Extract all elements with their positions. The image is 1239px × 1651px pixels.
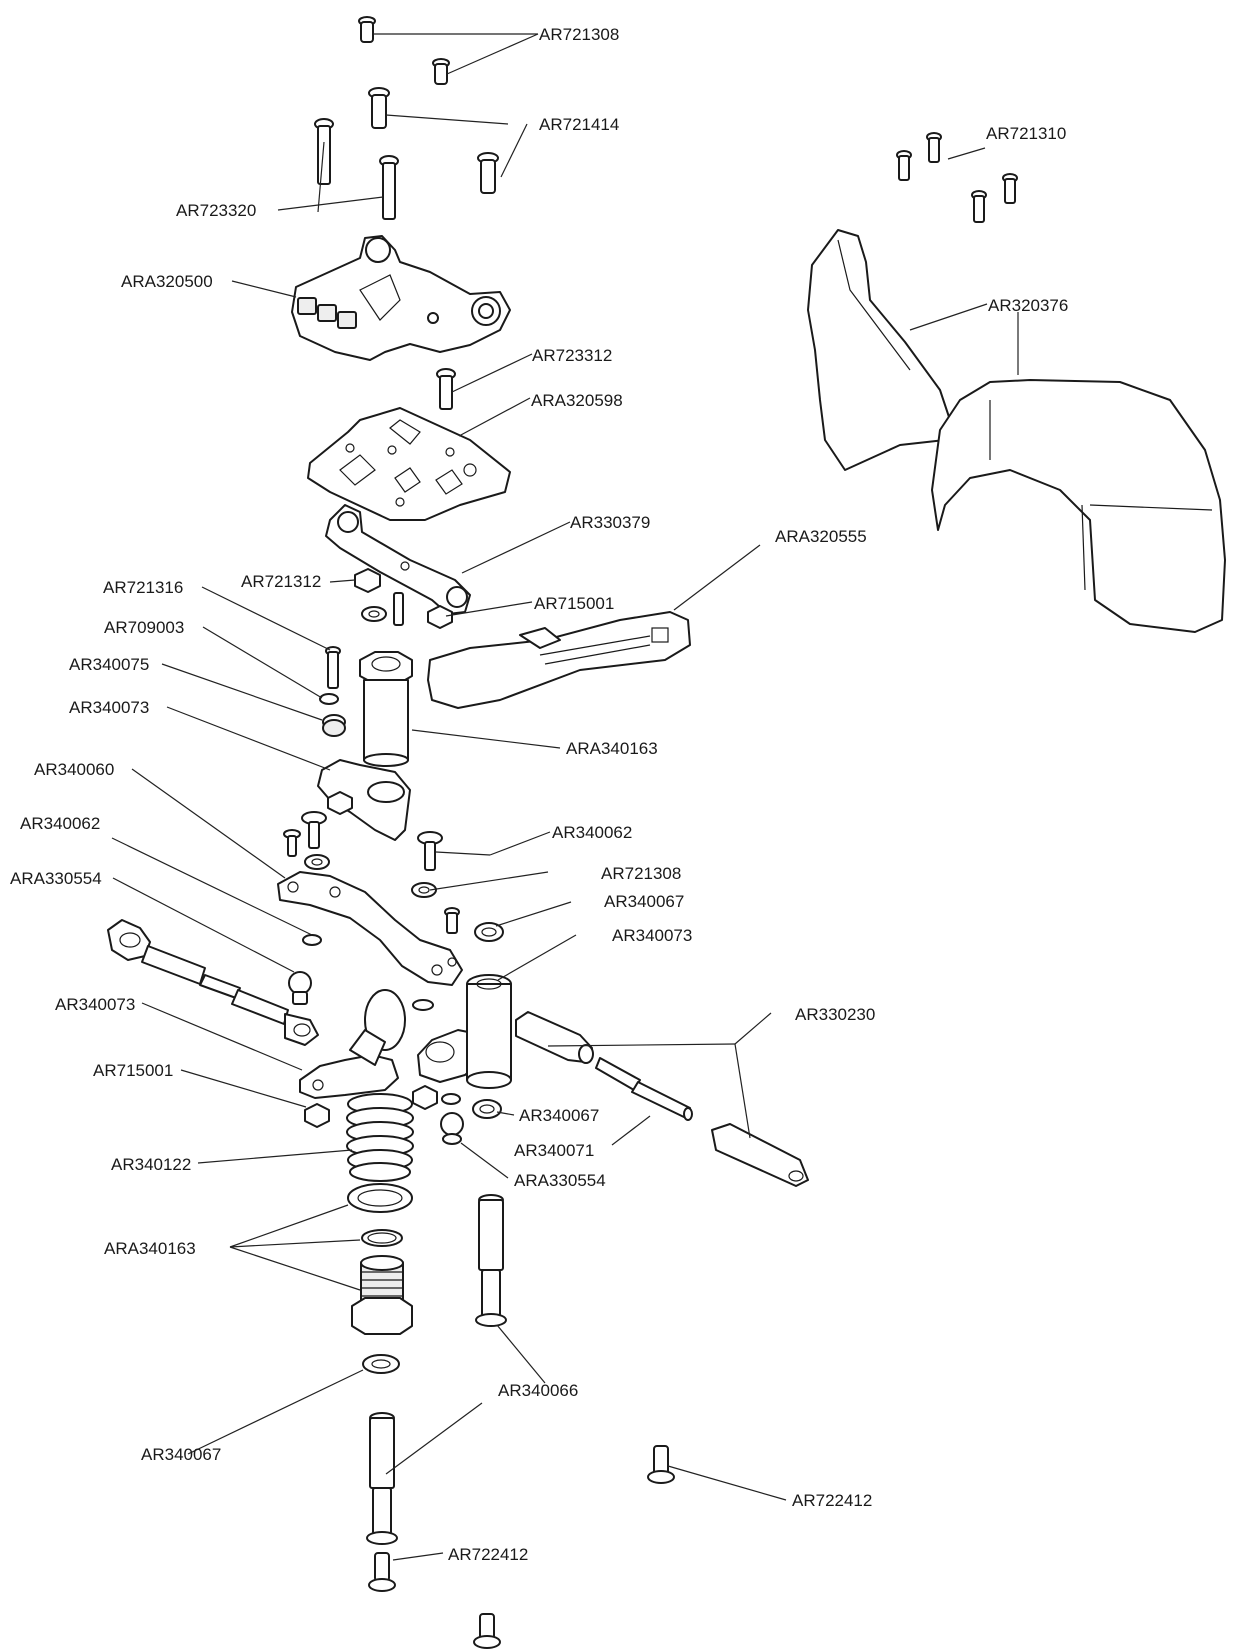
label-ar340075: AR340075: [69, 655, 149, 674]
label-ar340060: AR340060: [34, 760, 114, 779]
label-ar340062-left: AR340062: [20, 814, 100, 833]
label-ar721310: AR721310: [986, 124, 1066, 143]
post-ar340066-left: [366, 1412, 398, 1545]
label-ar340062-right: AR340062: [552, 823, 632, 842]
label-ar715001-lower: AR715001: [93, 1061, 173, 1080]
label-ara320555: ARA320555: [775, 527, 867, 546]
part-labels: AR721308 AR721414 AR723320 AR721310 ARA3…: [10, 25, 1068, 1564]
label-ar722412-right: AR722412: [792, 1491, 872, 1510]
leader-lines: [111, 33, 1019, 1561]
label-ar340067-upper: AR340067: [604, 892, 684, 911]
bolt-ar722412-right: [647, 1445, 675, 1484]
part-ar340073-upper: [317, 759, 411, 841]
bolt-ar722412-left: [368, 1552, 396, 1592]
hardware-ar340062: [283, 811, 443, 898]
label-ar715001-upper: AR715001: [534, 594, 614, 613]
turnbuckle-ar330230: [515, 1011, 809, 1187]
part-ar320376: [807, 229, 1226, 633]
label-ar722412-left: AR722412: [448, 1545, 528, 1564]
label-ara330554-upper: ARA330554: [10, 869, 102, 888]
part-ar340060: [277, 871, 463, 986]
label-ar340067-bottom: AR340067: [141, 1445, 221, 1464]
screw-ar721308-mid: [444, 907, 460, 934]
label-ara330554-lower: ARA330554: [514, 1171, 606, 1190]
label-ar340066: AR340066: [498, 1381, 578, 1400]
part-ar340073-lower-left: [299, 989, 406, 1099]
label-ar330379: AR330379: [570, 513, 650, 532]
screw-ar721308-b: [432, 58, 450, 85]
hardware-lower-mid: [440, 1093, 502, 1145]
bushing-ar340067-upper: [474, 922, 504, 942]
screw-ar721414-b: [477, 152, 499, 194]
label-ar330230: AR330230: [795, 1005, 875, 1024]
washers-mid: [302, 934, 434, 1011]
label-ar723312: AR723312: [532, 346, 612, 365]
screw-ar721308-a: [358, 16, 376, 43]
part-drawings: [107, 16, 1226, 1649]
hardware-ar721312: [354, 568, 453, 629]
label-ar340071: AR340071: [514, 1141, 594, 1160]
bolt-ar722412-bottom: [473, 1613, 501, 1649]
ballstud-ara330554-upper: [288, 971, 312, 1005]
turnbuckle-left: [107, 919, 319, 1046]
label-ar709003: AR709003: [104, 618, 184, 637]
part-ara320500: [291, 235, 511, 361]
label-ara320500: ARA320500: [121, 272, 213, 291]
label-ar340067-lower: AR340067: [519, 1106, 599, 1125]
post-ar340066-right: [475, 1194, 507, 1327]
washer-ar340067-lower: [362, 1354, 400, 1374]
label-ar340122: AR340122: [111, 1155, 191, 1174]
label-ar723320: AR723320: [176, 201, 256, 220]
label-ar721312: AR721312: [241, 572, 321, 591]
part-ara340163-tube: [359, 651, 413, 767]
screw-ar723312: [436, 368, 456, 410]
part-ara320555: [427, 611, 691, 709]
screw-ar723320-b: [379, 155, 399, 220]
label-ar340073-lower: AR340073: [55, 995, 135, 1014]
part-ar330379: [325, 504, 471, 615]
label-ar340073-post: AR340073: [612, 926, 692, 945]
label-ara320598: ARA320598: [531, 391, 623, 410]
screw-ar723320-a: [314, 118, 334, 185]
label-ar721316: AR721316: [103, 578, 183, 597]
hardware-ara340163-lower: [347, 1183, 413, 1335]
screw-ar721414-a: [368, 87, 390, 129]
label-ar721308-top: AR721308: [539, 25, 619, 44]
label-ara340163-upper: ARA340163: [566, 739, 658, 758]
label-ara340163-lower: ARA340163: [104, 1239, 196, 1258]
hardware-ar721316: [319, 646, 346, 737]
part-ar340073-post: [466, 974, 512, 1089]
screws-ar721310: [896, 132, 1018, 223]
label-ar721414: AR721414: [539, 115, 619, 134]
nut-ar715001-lower: [304, 1085, 438, 1128]
spring-ar340122: [346, 1093, 414, 1182]
label-ar320376: AR320376: [988, 296, 1068, 315]
label-ar340073-upper: AR340073: [69, 698, 149, 717]
label-ar721308-mid: AR721308: [601, 864, 681, 883]
